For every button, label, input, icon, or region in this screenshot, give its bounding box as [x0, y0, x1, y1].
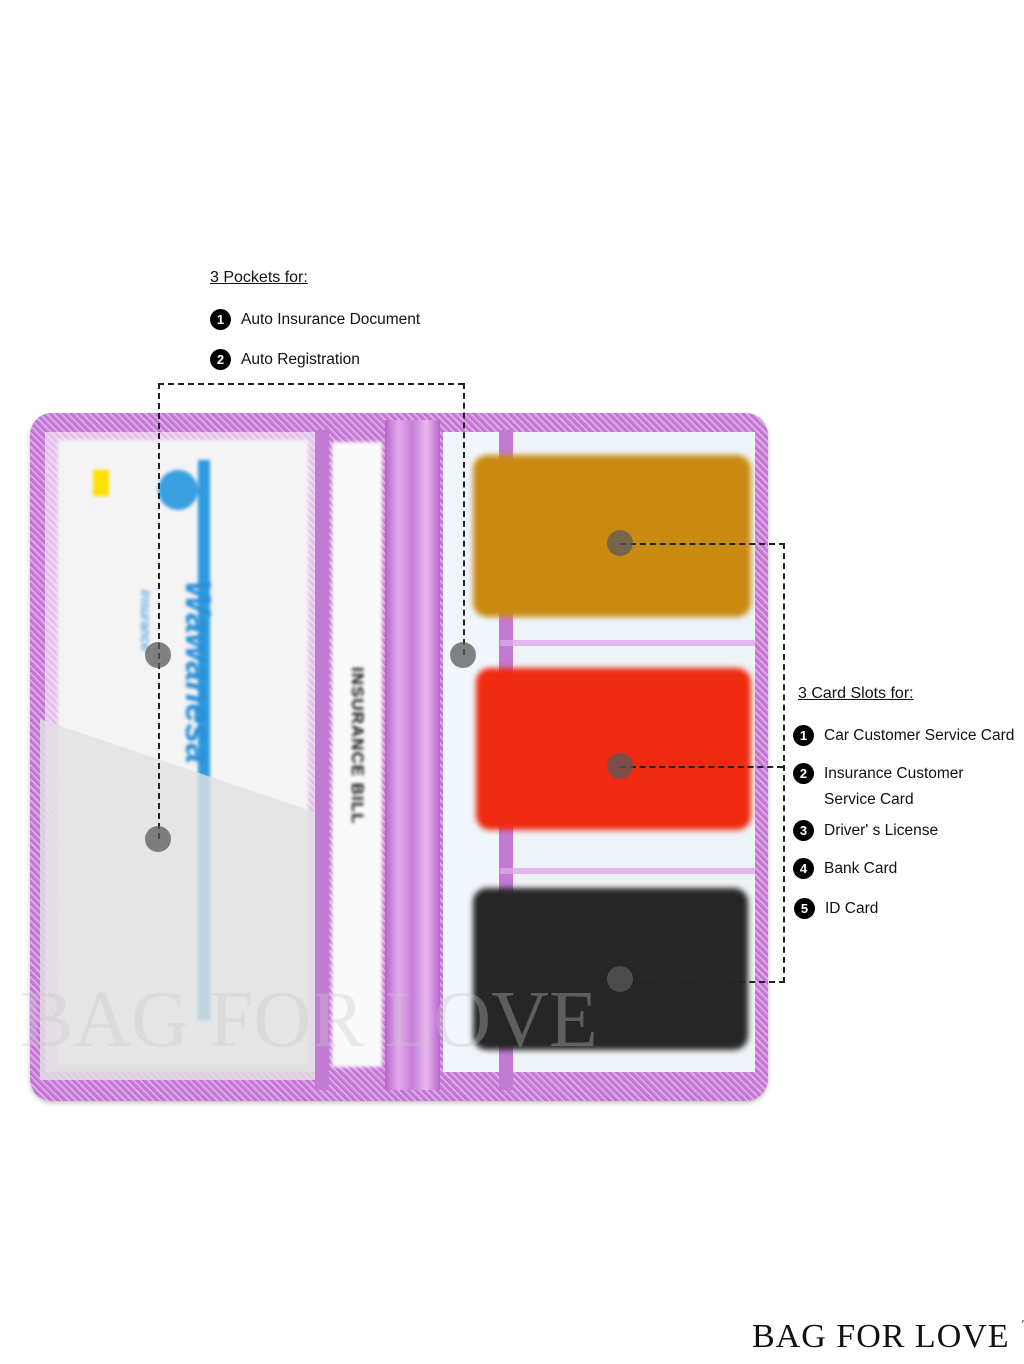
bill-title: INSURANCE BILL — [348, 667, 367, 825]
pocket-item: 1 Auto Insurance Document — [210, 309, 420, 330]
card-slot-item: 5 ID Card — [794, 898, 878, 919]
insurer-name: Wawanesa — [178, 580, 219, 764]
slot-edge — [500, 868, 755, 874]
number-badge-icon: 1 — [210, 309, 231, 330]
brand-logo: BAG FOR LOVE TM — [752, 1318, 1024, 1356]
wallet-spine — [385, 420, 440, 1090]
card-slots-heading: 3 Card Slots for: — [798, 685, 914, 702]
card-slot-label-cont: Service Card — [824, 791, 914, 808]
pocket-label: Auto Registration — [241, 350, 360, 368]
brand-name: BAG FOR LOVE — [752, 1318, 1010, 1355]
bill-document: INSURANCE BILL — [332, 442, 382, 1067]
pocket-divider — [315, 430, 329, 1090]
card-slot-label: Car Customer Service Card — [824, 726, 1015, 744]
callout-line — [158, 383, 464, 385]
number-badge-icon: 3 — [793, 820, 814, 841]
pocket-item: 2 Auto Registration — [210, 349, 360, 370]
marker-dot-icon — [145, 642, 171, 668]
number-badge-icon: 1 — [793, 725, 814, 746]
slot-edge — [500, 640, 755, 646]
marker-dot-icon — [607, 753, 633, 779]
card-slot-item: 4 Bank Card — [793, 858, 897, 879]
number-badge-icon: 2 — [210, 349, 231, 370]
card-slot-label: ID Card — [825, 899, 879, 917]
pocket-label: Auto Insurance Document — [241, 310, 421, 328]
marker-dot-icon — [450, 642, 476, 668]
callout-line — [463, 383, 465, 655]
card-slot-label: Insurance Customer — [824, 764, 964, 782]
number-badge-icon: 4 — [793, 858, 814, 879]
card-slot-item: 1 Car Customer Service Card — [793, 725, 1014, 746]
watermark: BAG FOR LOVE — [20, 976, 598, 1064]
pockets-heading: 3 Pockets for: — [210, 269, 308, 286]
card-slot-label: Driver' s License — [824, 821, 939, 839]
card-red — [476, 668, 751, 830]
marker-dot-icon — [607, 530, 633, 556]
marker-dot-icon — [145, 826, 171, 852]
card-slot-label: Bank Card — [824, 859, 898, 877]
callout-line — [620, 543, 785, 983]
card-slot-item: 2 Insurance Customer — [793, 763, 964, 784]
number-badge-icon: 5 — [794, 898, 815, 919]
card-slot-item: 3 Driver' s License — [793, 820, 938, 841]
marker-dot-icon — [607, 966, 633, 992]
callout-line — [158, 383, 160, 839]
number-badge-icon: 2 — [793, 763, 814, 784]
trademark: TM — [1022, 1318, 1024, 1334]
callout-line — [620, 766, 783, 768]
